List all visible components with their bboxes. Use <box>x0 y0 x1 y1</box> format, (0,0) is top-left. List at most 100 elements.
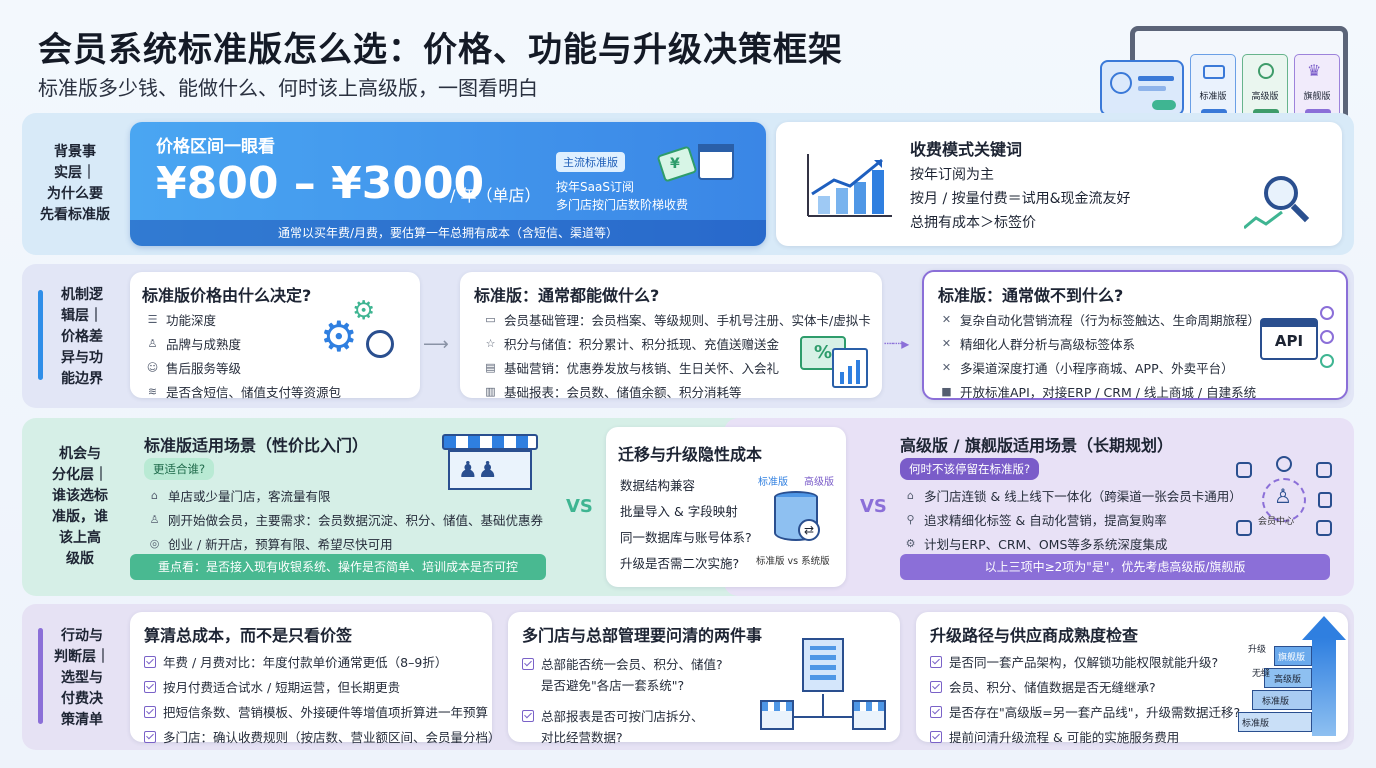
sliders-icon: ☰ <box>147 313 158 326</box>
checkbox-icon <box>144 655 156 668</box>
id-card-icon: ▭ <box>485 313 496 326</box>
checklist-item: 多门店：确认收费规则（按店数、营业额区间、会员量分档） <box>144 727 501 746</box>
list-item: ☰功能深度 <box>147 313 217 328</box>
standard-fit-panel: 标准版适用场景（性价比入门） 更适合谁? ⌂单店或少量门店，客流量有限 ♙刚开始… <box>130 428 600 588</box>
list-item: 数据结构兼容 <box>620 478 696 493</box>
advanced-fit-panel: 高级版 / 旗舰版适用场景（长期规划） 何时不该停留在标准版? ⌂多门店连锁 &… <box>900 428 1348 588</box>
page-title: 会员系统标准版怎么选：价格、功能与升级决策框架 <box>38 30 843 70</box>
coupon-report-icon: % <box>800 332 872 390</box>
layers-icon: ≋ <box>147 385 158 398</box>
tier-label: 高级版 <box>1251 92 1279 102</box>
adv-label: 高级版 <box>804 477 834 488</box>
price-tag-badge: 主流标准版 <box>556 152 625 172</box>
checkbox-icon <box>144 705 156 718</box>
crown-icon: ♛ <box>1307 61 1322 80</box>
price-unit: / 年（单店） <box>450 186 541 205</box>
stair-label: 标准版 <box>1242 719 1270 729</box>
card-title: 迁移与升级隐性成本 <box>618 445 763 464</box>
advanced-footer: 以上三项中≥2项为"是"，优先考虑高级版/旗舰版 <box>900 554 1330 580</box>
card-title: 标准版适用场景（性价比入门） <box>144 436 369 455</box>
checklist-item: 总部能否统一会员、积分、储值? <box>522 654 723 673</box>
coupon-icon: ▤ <box>485 361 496 374</box>
price-range: ¥800 – ¥3000 <box>156 158 485 209</box>
layer-label-action: 行动与判断层｜选型与付费决策清单 <box>54 628 110 728</box>
billing-card: 收费模式关键词 按年订阅为主 按月 / 按量付费＝试用&现金流友好 总拥有成本＞… <box>776 122 1342 246</box>
price-factors-card: 标准版价格由什么决定? ☰功能深度 ♙品牌与成熟度 ☺售后服务等级 ≋是否含短信… <box>130 272 420 400</box>
store-icon: ⌂ <box>907 489 914 502</box>
checkbox-icon <box>522 709 534 722</box>
member-hub-icon: ♙ 会员中心 <box>1236 456 1332 544</box>
service-icon: ☺ <box>146 361 159 374</box>
checkbox-icon <box>930 655 942 668</box>
card-title: 升级路径与供应商成熟度检查 <box>930 626 1139 645</box>
stair-label: 标准版 <box>1262 697 1290 707</box>
tier-label: 标准版 <box>1199 92 1227 102</box>
lock-icon: ■ <box>941 385 952 398</box>
list-item: ≋是否含短信、储值支付等资源包 <box>147 385 342 400</box>
close-icon: ✕ <box>941 313 952 326</box>
list-item: ▥基础报表：会员数、储值余额、积分消耗等 <box>485 385 742 400</box>
billing-title: 收费模式关键词 <box>910 140 1023 159</box>
stair-side-label: 无缝 <box>1252 669 1271 679</box>
card-title: 标准版：通常都能做什么? <box>474 286 660 305</box>
checklist-item: 是否存在"高级版=另一套产品线"，升级需数据迁移? <box>930 702 1240 721</box>
checklist-item: 按月付费适合试水 / 短期运营，但长期更贵 <box>144 677 501 696</box>
list-item: ✕精细化人群分析与高级标签体系 <box>941 337 1136 352</box>
price-card: 价格区间一眼看 ¥800 – ¥3000 / 年（单店） 主流标准版 按年Saa… <box>130 122 766 246</box>
billing-line: 按年订阅为主 <box>910 167 994 183</box>
list-item: ☆积分与储值：积分累计、积分抵现、充值送赠送金 <box>485 337 780 352</box>
hub-label: 会员中心 <box>1258 517 1295 527</box>
list-item: 批量导入 & 字段映射 <box>620 504 738 519</box>
layer-label-mechanism: 机制逻辑层｜价格差异与功能边界 <box>61 287 103 387</box>
tier-label: 旗舰版 <box>1303 92 1331 102</box>
checklist-item: 提前问清升级流程 & 可能的实施服务费用 <box>930 727 1240 746</box>
layer-bar <box>38 628 43 724</box>
list-item: ☺售后服务等级 <box>146 361 242 376</box>
report-icon: ▥ <box>485 385 496 398</box>
api-window-icon: API <box>1260 318 1318 360</box>
storefront-icon: ♟♟ <box>432 434 548 496</box>
price-desc-1: 按年SaaS订阅 <box>556 180 634 194</box>
list-item: ▭会员基础管理：会员档案、等级规则、手机号注册、实体卡/虚拟卡 <box>485 313 871 328</box>
list-item: ⌂多门店连锁 & 线上线下一体化（跨渠道一张会员卡通用） <box>904 486 1242 505</box>
stair-label: 旗舰版 <box>1278 653 1306 663</box>
checklist-item: 是否避免"各店一套系统"? <box>541 678 685 693</box>
close-icon: ✕ <box>941 337 952 350</box>
star-icon: ☆ <box>485 337 496 350</box>
billing-line: 总拥有成本＞标签价 <box>910 215 1036 231</box>
checklist-item: 把短信条数、营销模板、外接硬件等增值项折算进一年预算 <box>144 702 501 721</box>
list-item: ♙刚开始做会员，主要需求：会员数据沉淀、积分、储值、基础优惠券 <box>149 513 544 528</box>
api-node-icon <box>1320 306 1338 376</box>
tco-card: 算清总成本，而不是只看价签 年费 / 月费对比：年度付款单价通常更低（8–9折）… <box>130 612 501 745</box>
tag-calendar-icon: ¥ <box>656 136 740 200</box>
arrow-right-icon: ⟶ <box>423 334 449 355</box>
billing-line: 按月 / 按量付费＝试用&现金流友好 <box>910 191 1131 207</box>
can-do-card: 标准版：通常都能做什么? ▭会员基础管理：会员档案、等级规则、手机号注册、实体卡… <box>460 272 882 400</box>
vs-label: VS <box>860 496 887 517</box>
checklist-item: 是否同一套产品架构，仅解锁功能权限就能升级? <box>930 652 1240 671</box>
trend-chart-icon <box>804 152 894 220</box>
price-footer: 通常以买年费/月费，要估算一年总拥有成本（含短信、渠道等） <box>277 226 619 240</box>
list-item: ⌂单店或少量门店，客流量有限 <box>148 486 543 505</box>
database-icon: ⇄ <box>774 491 820 547</box>
dotted-arrow-icon: ┈┈▸ <box>884 334 909 353</box>
list-item: ✕复杂自动化营销流程（行为标签触达、生命周期旅程） <box>941 313 1261 328</box>
list-item: ✕多渠道深度打通（小程序商城、APP、外卖平台） <box>941 361 1234 376</box>
price-label: 价格区间一眼看 <box>156 137 275 157</box>
upgrade-check-card: 升级路径与供应商成熟度检查 是否同一套产品架构，仅解锁功能权限就能升级? 会员、… <box>916 612 1348 745</box>
cannot-do-card: 标准版：通常做不到什么? ✕复杂自动化营销流程（行为标签触达、生命周期旅程） ✕… <box>922 270 1348 400</box>
layer-bar <box>38 290 43 380</box>
user-icon: ♙ <box>149 513 160 526</box>
coin-icon: ◎ <box>149 537 160 550</box>
store-icon: ⌂ <box>151 489 158 502</box>
card-title: 标准版：通常做不到什么? <box>938 286 1124 305</box>
card-title: 算清总成本，而不是只看价签 <box>144 626 353 645</box>
list-item: ■开放标准API，对接ERP / CRM / 线上商城 / 自建系统 <box>941 385 1257 400</box>
price-desc-2: 多门店按门店数阶梯收费 <box>556 198 689 212</box>
checkbox-icon <box>144 730 156 743</box>
layer-label-background: 背景事实层｜为什么要先看标准版 <box>40 144 110 223</box>
checkbox-icon <box>522 657 534 670</box>
checkbox-icon <box>930 730 942 743</box>
list-item: 同一数据库与账号体系? <box>620 530 752 545</box>
vs-label: VS <box>566 496 593 517</box>
